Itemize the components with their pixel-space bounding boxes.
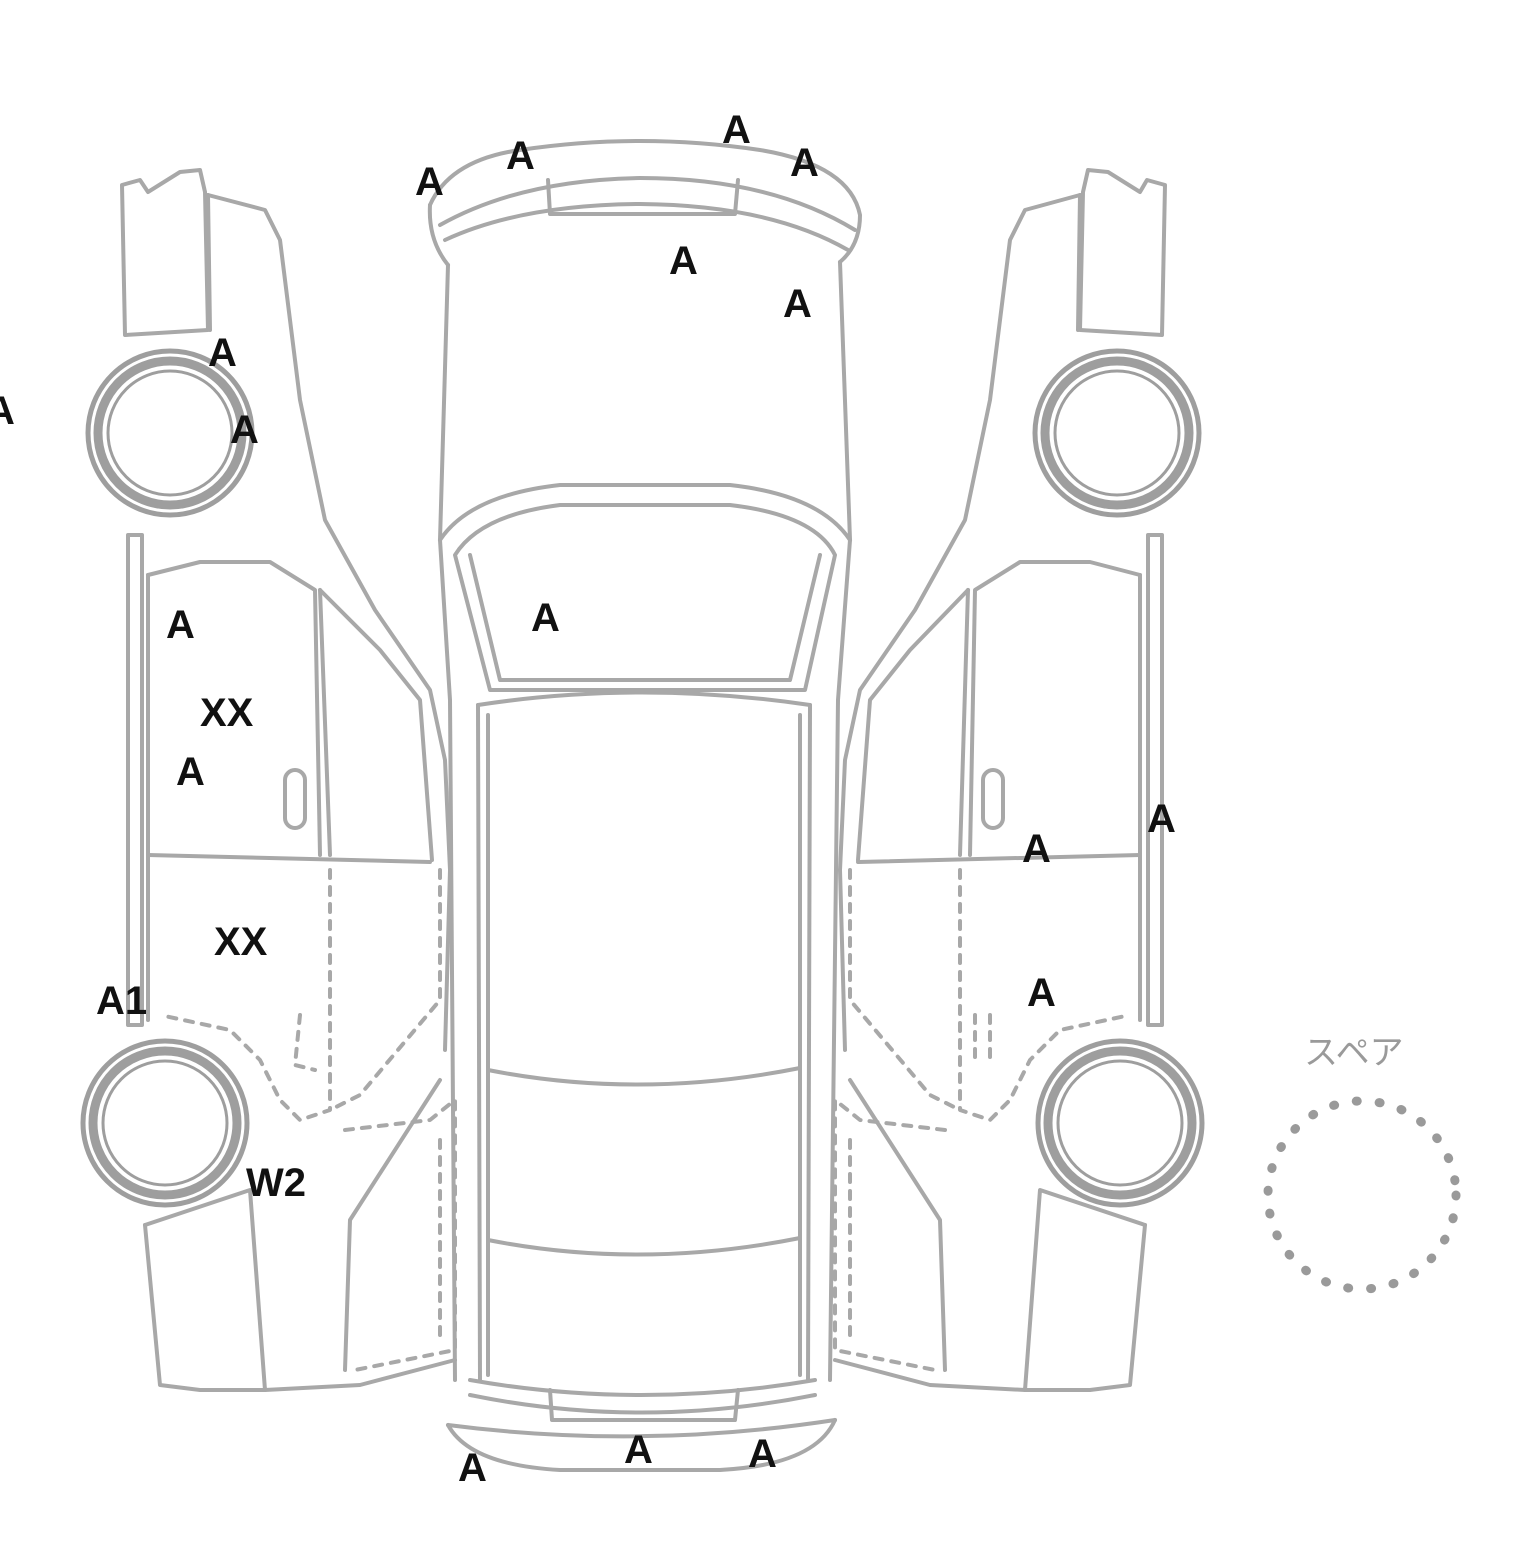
right-side-view: [833, 168, 1167, 1392]
damage-mark-left-front-door-2: XX: [200, 691, 254, 735]
wheels: [80, 348, 1461, 1294]
left-side-hidden-lines: [158, 868, 457, 1372]
damage-mark-left-edge-cut: A: [0, 389, 15, 433]
damage-mark-rear-bumper-1: A: [458, 1446, 487, 1490]
left-side-view: [120, 168, 457, 1392]
damage-mark-left-front-fender-1: A: [208, 331, 237, 375]
damage-mark-left-front-fender-2: A: [230, 408, 259, 452]
damage-mark-windshield: A: [531, 596, 560, 640]
damage-mark-hood-1: A: [669, 239, 698, 283]
damage-mark-rear-bumper-2: A: [624, 1428, 653, 1472]
damage-mark-right-pillar: A: [1147, 797, 1176, 841]
damage-mark-front-bumper-4: A: [790, 141, 819, 185]
right-rear-wheel: [1035, 1038, 1205, 1208]
right-front-wheel: [1032, 348, 1202, 518]
damage-mark-front-bumper-2: A: [506, 134, 535, 178]
damage-mark-right-front-door-1: A: [1022, 827, 1051, 871]
damage-mark-front-bumper-3: A: [722, 108, 751, 152]
damage-mark-left-front-door-1: A: [166, 603, 195, 647]
left-front-wheel: [85, 348, 255, 518]
damage-mark-left-rocker: A1: [96, 979, 148, 1023]
spare-tire-label: スペア: [1304, 1033, 1404, 1073]
damage-mark-left-front-door-3: A: [176, 750, 205, 794]
spare-tire: [1263, 1096, 1461, 1294]
damage-mark-right-rear-door: A: [1027, 971, 1056, 1015]
top-view: [427, 139, 862, 1472]
right-side-hidden-lines: [833, 868, 1132, 1372]
damage-mark-left-rear-wheel: W2: [246, 1161, 306, 1205]
damage-mark-front-bumper-1: A: [415, 160, 444, 204]
damage-mark-left-rear-door: XX: [214, 920, 268, 964]
left-rear-wheel: [80, 1038, 250, 1208]
damage-mark-hood-2: A: [783, 282, 812, 326]
damage-mark-rear-bumper-3: A: [748, 1432, 777, 1476]
